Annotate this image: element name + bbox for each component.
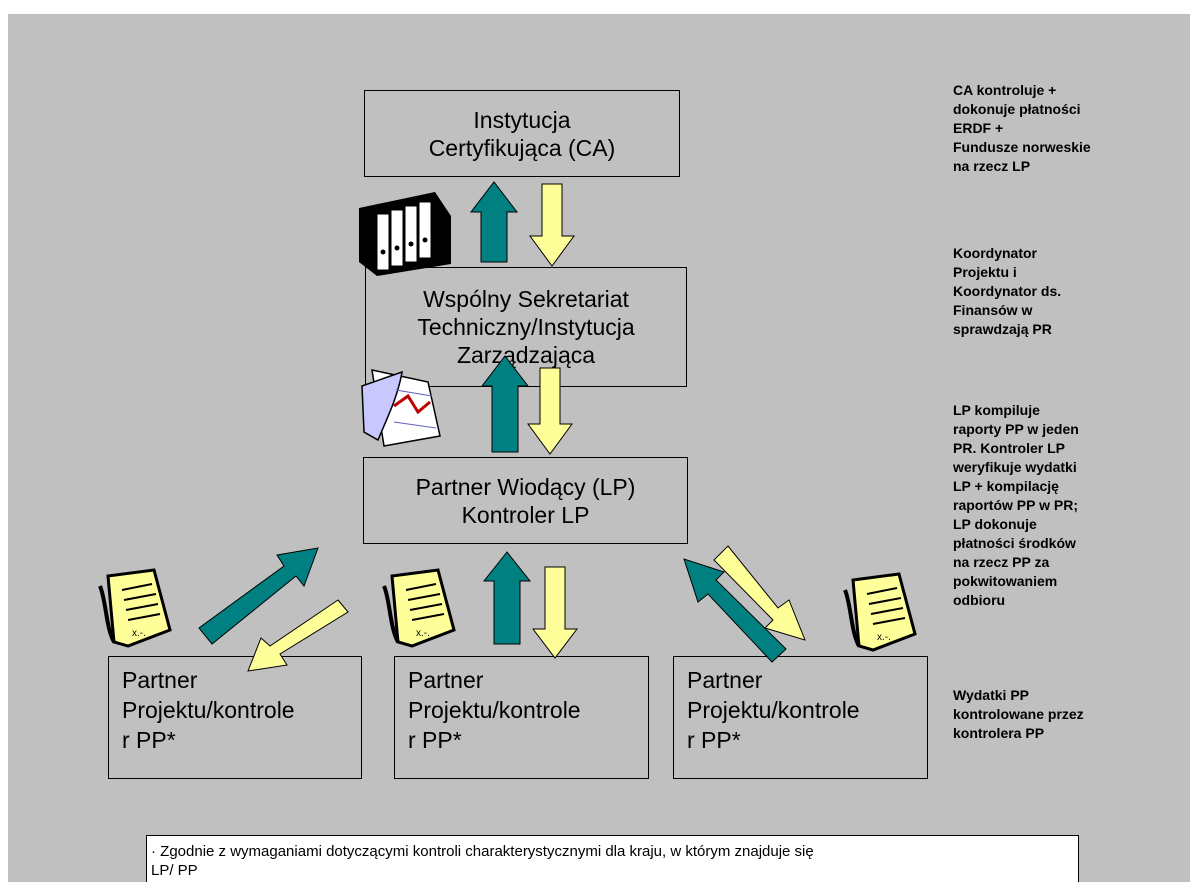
note-ca: CA kontroluje + dokonuje płatności ERDF … — [953, 82, 1091, 174]
arrow-down-to-pp-left — [247, 599, 349, 672]
svg-text:x.-.: x.-. — [132, 628, 146, 639]
box-project-partner-middle: Partner Projektu/kontrole r PP* — [394, 656, 649, 779]
arrow-down-to-pp-right — [713, 545, 806, 641]
arrow-down-from-ca — [529, 183, 575, 267]
note-pp: Wydatki PP kontrolowane przez kontrolera… — [953, 687, 1084, 741]
box-project-partner-left: Partner Projektu/kontrole r PP* — [108, 656, 362, 779]
note-jts: Koordynator Projektu i Koordynator ds. F… — [953, 245, 1062, 337]
box-lead-partner: Partner Wiodący (LP) Kontroler LP — [363, 457, 688, 544]
svg-text:x.-.: x.-. — [416, 628, 430, 639]
arrow-down-to-pp-middle — [531, 566, 579, 659]
scroll-icon-right: x.-. — [843, 572, 917, 652]
arrow-up-to-jts — [480, 355, 530, 453]
binders-icon — [359, 192, 451, 276]
footnote: · Zgodnie z wymaganiami dotyczącymi kont… — [146, 835, 1079, 882]
box-certifying-authority: Instytucja Certyfikująca (CA) — [364, 90, 680, 177]
arrow-up-to-ca — [469, 181, 519, 263]
diagram-canvas: Instytucja Certyfikująca (CA) Wspólny Se… — [8, 14, 1190, 882]
svg-text:x.-.: x.-. — [877, 632, 891, 643]
documents-icon — [361, 369, 441, 447]
arrow-up-to-lp-from-right — [683, 558, 787, 663]
scroll-icon-left: x.-. — [98, 568, 172, 648]
box-joint-technical-secretariat: Wspólny Sekretariat Techniczny/Instytucj… — [365, 267, 687, 387]
note-lp: LP kompiluje raporty PP w jeden PR. Kont… — [953, 402, 1079, 608]
arrow-down-from-jts — [527, 367, 573, 455]
scroll-icon-middle: x.-. — [382, 568, 456, 648]
arrow-up-to-lp-from-middle — [482, 551, 532, 645]
box-project-partner-right: Partner Projektu/kontrole r PP* — [673, 656, 928, 779]
arrow-up-to-lp-from-left — [198, 547, 319, 645]
